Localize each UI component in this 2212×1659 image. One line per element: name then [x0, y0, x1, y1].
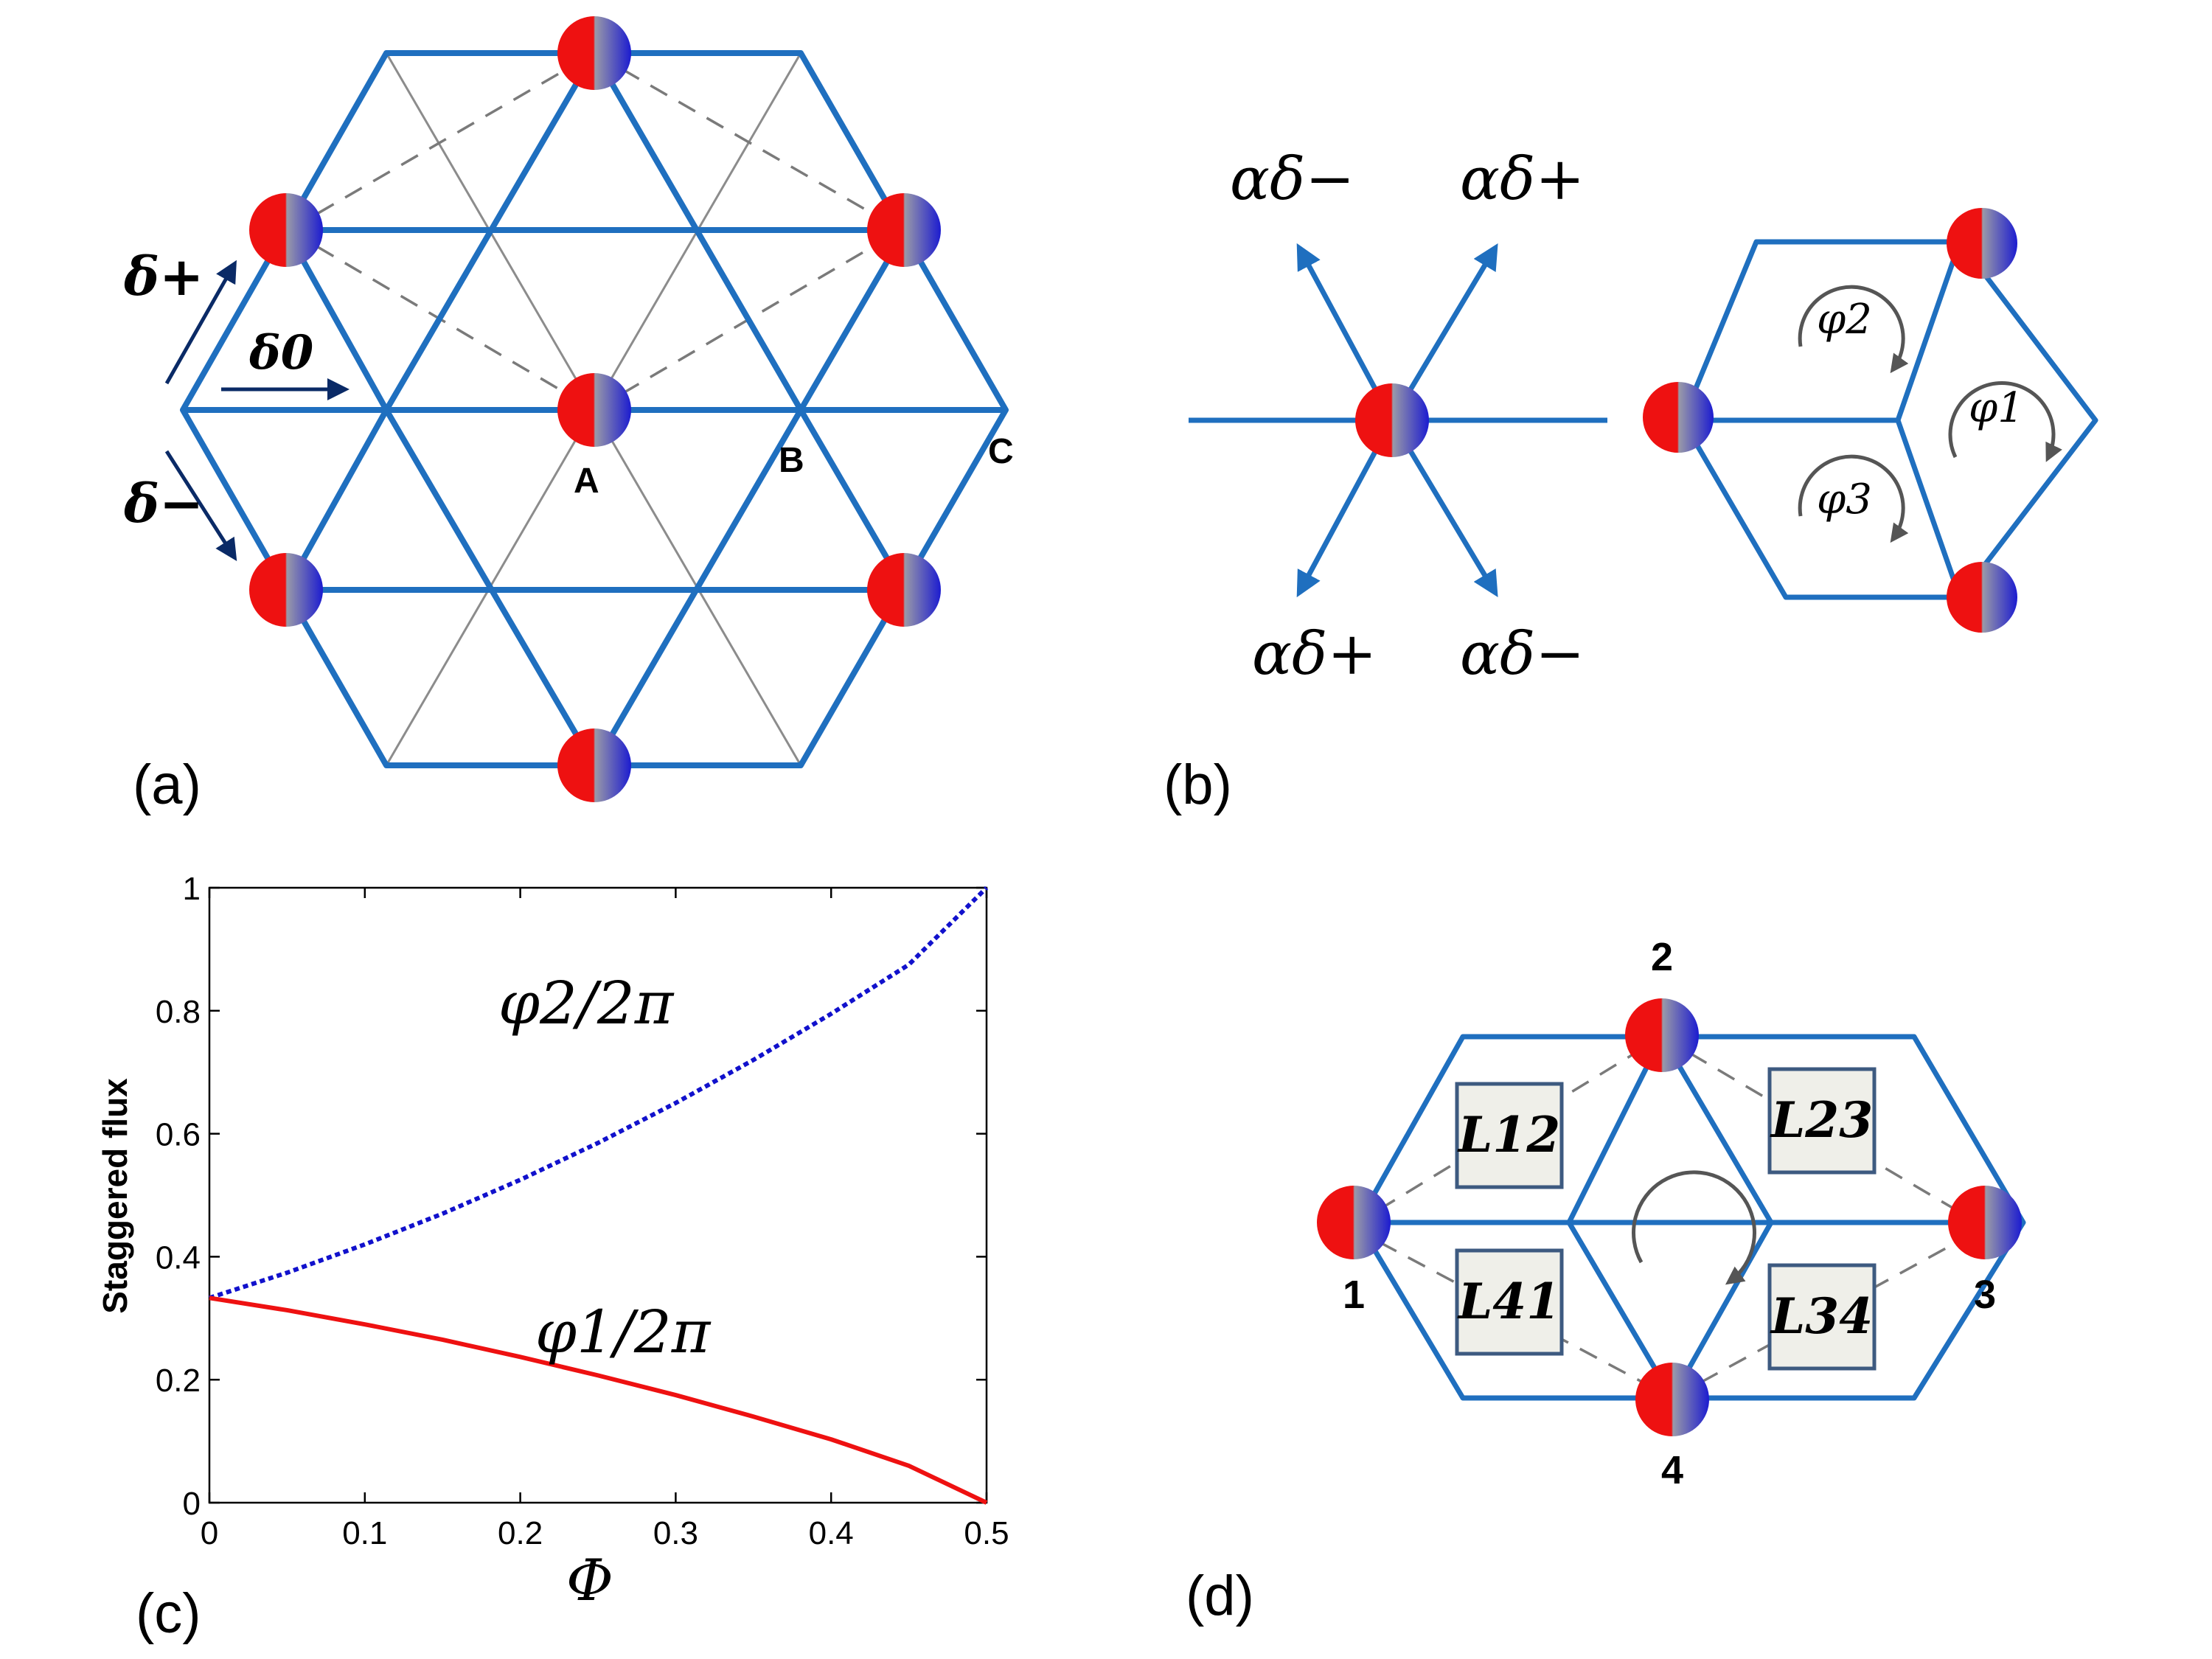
delta-minus-arrow	[164, 450, 237, 562]
loop-box	[1767, 1263, 1877, 1371]
x-tick-label: 0.4	[809, 1515, 854, 1551]
panel-c-label: (c)	[136, 1582, 201, 1645]
alpha-tl-label: αδ−	[1230, 145, 1354, 213]
panel-b: αδ− αδ+ αδ+ αδ− φ2 φ1 φ3 (b)	[1164, 145, 2098, 816]
atom	[1635, 1363, 1709, 1436]
x-tick-label: 0.3	[653, 1515, 698, 1551]
atom	[867, 193, 941, 267]
alpha-bl-label: αδ+	[1252, 619, 1377, 688]
loop-label-l34: L34	[1770, 1287, 1873, 1345]
phi1-curve-label: φ1/2π	[535, 1298, 712, 1366]
loop-boxes	[1455, 1067, 1877, 1371]
atom	[1625, 998, 1699, 1072]
atom	[1947, 562, 2017, 633]
panel-c: 0 0.1 0.2 0.3 0.4 0.5 0 0.2 0.4 0.6 0.8 1 Staggered…	[96, 871, 1009, 1645]
panel-a: δ+ δ0 δ− A B C (a)	[123, 16, 1014, 816]
atom	[1355, 383, 1429, 457]
delta-minus-label: δ−	[123, 472, 204, 535]
series-line	[209, 886, 989, 1301]
delta-zero-label: δ0	[248, 325, 313, 380]
loop-label-l12: L12	[1457, 1106, 1560, 1164]
site-b-label: B	[779, 441, 804, 480]
y-tick-label: 1	[183, 871, 201, 907]
alpha-tr-label: αδ+	[1460, 145, 1585, 213]
node-label-4: 4	[1661, 1448, 1683, 1492]
node-label-3: 3	[1974, 1273, 1996, 1317]
panel-d: L12 L23 L41 L34 1 2 3 4 (d)	[1186, 935, 2026, 1627]
phi3-label: φ3	[1817, 476, 1872, 524]
node-label-2: 2	[1651, 935, 1673, 979]
loop-box	[1455, 1248, 1564, 1356]
loop-box	[1455, 1082, 1564, 1189]
atom	[1947, 208, 2017, 279]
y-tick-label: 0.8	[156, 994, 201, 1030]
y-tick-label: 0.4	[156, 1239, 201, 1276]
chart-ticks: 0 0.1 0.2 0.3 0.4 0.5 0 0.2 0.4 0.6 0.8 1	[156, 871, 1009, 1551]
series-line	[209, 1295, 988, 1505]
node-label-1: 1	[1343, 1273, 1365, 1317]
atom	[1948, 1186, 2022, 1259]
atom	[557, 373, 631, 447]
atoms-a	[249, 16, 941, 802]
y-tick-label: 0.6	[156, 1117, 201, 1153]
atom	[249, 553, 323, 627]
flux-arrows-b	[1798, 285, 2062, 543]
atom	[1643, 382, 1714, 453]
phi2-curve-label: φ2/2π	[498, 969, 675, 1037]
kagome-lattice-a	[180, 50, 1009, 768]
loop-label-l41: L41	[1457, 1273, 1560, 1330]
atom	[867, 553, 941, 627]
flux-arrow-d	[1632, 1170, 1756, 1285]
chart-series	[209, 886, 989, 1505]
panel-d-label: (d)	[1186, 1565, 1254, 1627]
x-axis-label: Φ	[566, 1548, 613, 1614]
site-c-label: C	[988, 432, 1014, 471]
x-tick-label: 0.1	[342, 1515, 387, 1551]
site-a-label: A	[574, 462, 599, 501]
atom	[557, 16, 631, 90]
phi1-label: φ1	[1969, 384, 2024, 432]
atom	[249, 193, 323, 267]
y-axis-label: Staggered flux	[96, 1078, 134, 1314]
loop-label-l23: L23	[1770, 1091, 1873, 1149]
y-tick-label: 0.2	[156, 1363, 201, 1399]
panel-a-label: (a)	[133, 754, 201, 816]
alpha-br-label: αδ−	[1460, 619, 1585, 688]
phi2-label: φ2	[1817, 296, 1872, 344]
dashed-lines-d	[1350, 1035, 1986, 1399]
delta-plus-arrow	[164, 260, 237, 385]
x-tick-label: 0	[201, 1515, 218, 1551]
panel-b-label: (b)	[1164, 754, 1232, 816]
x-tick-label: 0.5	[964, 1515, 1009, 1551]
loop-box	[1767, 1067, 1877, 1175]
delta-plus-label: δ+	[123, 245, 204, 307]
atom	[1317, 1186, 1391, 1259]
plot-area	[208, 886, 988, 1504]
plaquette-b	[1680, 239, 2098, 600]
x-tick-label: 0.2	[498, 1515, 543, 1551]
atom	[557, 728, 631, 802]
y-tick-label: 0	[183, 1486, 201, 1522]
